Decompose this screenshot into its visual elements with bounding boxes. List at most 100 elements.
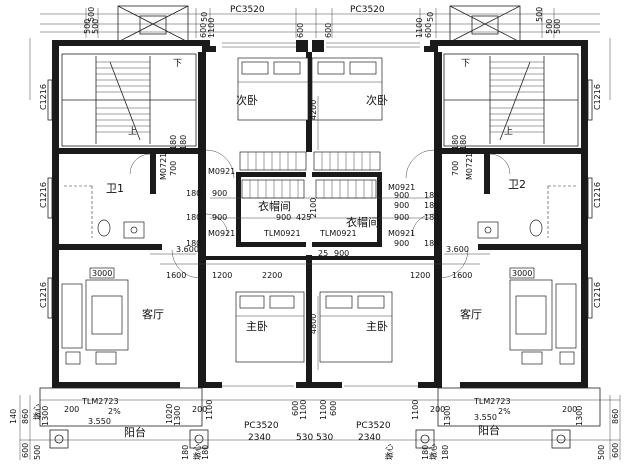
- door-tlm0921-left: TLM0921: [263, 229, 301, 238]
- room-labels: 次卧 次卧 衣帽间 衣帽间 卫1 卫2 客厅 客厅 主卧 主卧 阳台 阳台: [106, 93, 526, 439]
- bed-master-left: [235, 291, 305, 363]
- dim-bottom-530-a: 530: [296, 433, 313, 443]
- dim-v-4200: 4200: [309, 100, 318, 120]
- dim-bottom-600-a: 600: [21, 443, 30, 458]
- walls: [52, 40, 588, 388]
- room-master-bedroom-left: 主卧: [246, 320, 268, 333]
- tv-width-right: 3000: [512, 269, 532, 278]
- dim-bottom-pc-left: PC3520: [244, 421, 279, 431]
- dim-top-600-mid-l: 600: [296, 23, 305, 38]
- room-closet-right: 衣帽间: [346, 215, 379, 229]
- dim-bottom-200-c: 200: [430, 405, 445, 414]
- dim-top-500-b: 500: [535, 7, 544, 22]
- sofa-set-left: [61, 267, 129, 365]
- dim-v-4800: 4800: [309, 314, 318, 334]
- dim-bottom-1100-b: 1100: [299, 400, 308, 420]
- door-tlm2723-right: TLM2723: [473, 397, 511, 406]
- dim-bottom-180-b: 180: [201, 445, 210, 460]
- dim-h-180-g: 180: [424, 201, 439, 210]
- dim-left-c1216-a: C1216: [39, 84, 48, 110]
- sofa-set-right: [509, 267, 577, 365]
- elev-right: 3.600: [446, 245, 469, 254]
- dim-bottom-xin-c: 墩心: [428, 444, 438, 460]
- balc-elev-left: 3.550: [88, 417, 111, 426]
- dim-h-900-b: 900: [212, 213, 227, 222]
- dim-h-900-e: 900: [394, 213, 409, 222]
- dim-bottom-2340-right: 2340: [358, 433, 381, 443]
- dim-h-900-f: 900: [394, 239, 409, 248]
- dim-top-window-left: PC3520: [230, 5, 265, 15]
- stair-down-label-left: 下: [173, 59, 182, 69]
- dim-h-1200-left: 1200: [212, 271, 232, 280]
- room-secondary-bedroom-right: 次卧: [366, 93, 388, 107]
- slope-left: 2%: [108, 407, 121, 416]
- room-closet-left: 衣帽间: [258, 199, 291, 213]
- dim-bottom-500-a: 500: [33, 445, 42, 460]
- dim-bottom-200-a: 200: [64, 405, 79, 414]
- dim-bottom-1020: 1020: [165, 404, 174, 424]
- bathroom-fixtures-left: [64, 185, 145, 239]
- dim-bottom-1100-d: 1100: [411, 400, 420, 420]
- dim-h-180-f: 180: [424, 239, 439, 248]
- door-m0921-c: M0921: [208, 229, 235, 238]
- dim-h-900-c: 900: [276, 213, 291, 222]
- dim-right-500-b: 500: [553, 19, 562, 34]
- room-bathroom-1: 卫1: [106, 182, 124, 195]
- balc-elev-right: 3.550: [474, 413, 497, 422]
- dim-v-700-r: 700: [451, 161, 460, 176]
- bed-master-right: [319, 291, 393, 363]
- dim-bottom-180-a: 180: [181, 445, 190, 460]
- interior-dimension-lines: [150, 96, 490, 370]
- dim-right-500-a: 500: [545, 19, 554, 34]
- stair-up-label-left: 上: [128, 126, 137, 137]
- dim-v-180-a: 180: [169, 135, 178, 150]
- room-bathroom-2: 卫2: [508, 178, 526, 191]
- dim-bottom-180-d: 180: [441, 445, 450, 460]
- dim-bottom-530-b: 530: [316, 433, 333, 443]
- dim-left-500-b: 500: [91, 19, 100, 34]
- door-m0721-right: M0721: [465, 153, 474, 180]
- door-m0921-d: M0921: [388, 229, 415, 238]
- dim-bottom-140: 140: [9, 409, 18, 424]
- dim-bottom-xin-b: 墩心: [384, 444, 394, 460]
- dim-top-500-a: 500: [87, 7, 96, 22]
- stairs-right: [443, 53, 579, 147]
- room-living-right: 客厅: [460, 307, 482, 321]
- slope-right: 2%: [498, 407, 511, 416]
- door-m0921-b: M0921: [388, 183, 415, 192]
- dim-bottom-2340-left: 2340: [248, 433, 271, 443]
- room-living-left: 客厅: [142, 307, 164, 321]
- dim-h-25: 25: [318, 249, 328, 258]
- dim-h-900-a: 900: [212, 189, 227, 198]
- dim-bottom-1300-b: 1300: [173, 406, 182, 426]
- dim-bottom-500-b: 500: [597, 445, 606, 460]
- dim-bottom-1300-c: 1300: [443, 406, 452, 426]
- dim-top-600-mid-r: 600: [324, 23, 333, 38]
- dim-h-180-d: 180: [424, 191, 439, 200]
- dim-top-1100-left: 1100: [207, 18, 216, 38]
- room-secondary-bedroom-left: 次卧: [236, 93, 258, 107]
- dim-bottom-200-d: 200: [562, 405, 577, 414]
- dim-bottom-1300-d: 1300: [575, 406, 584, 426]
- room-balcony-right: 阳台: [478, 423, 500, 437]
- dim-top-50-right: 50: [426, 12, 435, 22]
- dim-bottom-pc-right: PC3520: [356, 421, 391, 431]
- dim-bottom-1100-a: 1100: [205, 400, 214, 420]
- dim-v-700-l: 700: [169, 161, 178, 176]
- door-tlm0921-right: TLM0921: [319, 229, 357, 238]
- dim-bottom-1100-c: 1100: [319, 400, 328, 420]
- dim-h-1600-left: 1600: [166, 271, 186, 280]
- dim-right-c1216-c: C1216: [593, 282, 602, 308]
- dim-h-180-a: 180: [186, 189, 201, 198]
- windows: [47, 42, 593, 387]
- bed-secondary-right: [311, 57, 383, 121]
- dim-left-500-a: 500: [83, 19, 92, 34]
- dim-h-900-g: 900: [394, 201, 409, 210]
- dim-left-c1216-b: C1216: [39, 182, 48, 208]
- dim-v-180-b: 180: [179, 135, 188, 150]
- dim-top-600-left: 600: [199, 23, 208, 38]
- door-m0721-left: M0721: [159, 153, 168, 180]
- dim-top-50-left: 50: [200, 12, 209, 22]
- dim-bottom-600-c: 600: [329, 401, 338, 416]
